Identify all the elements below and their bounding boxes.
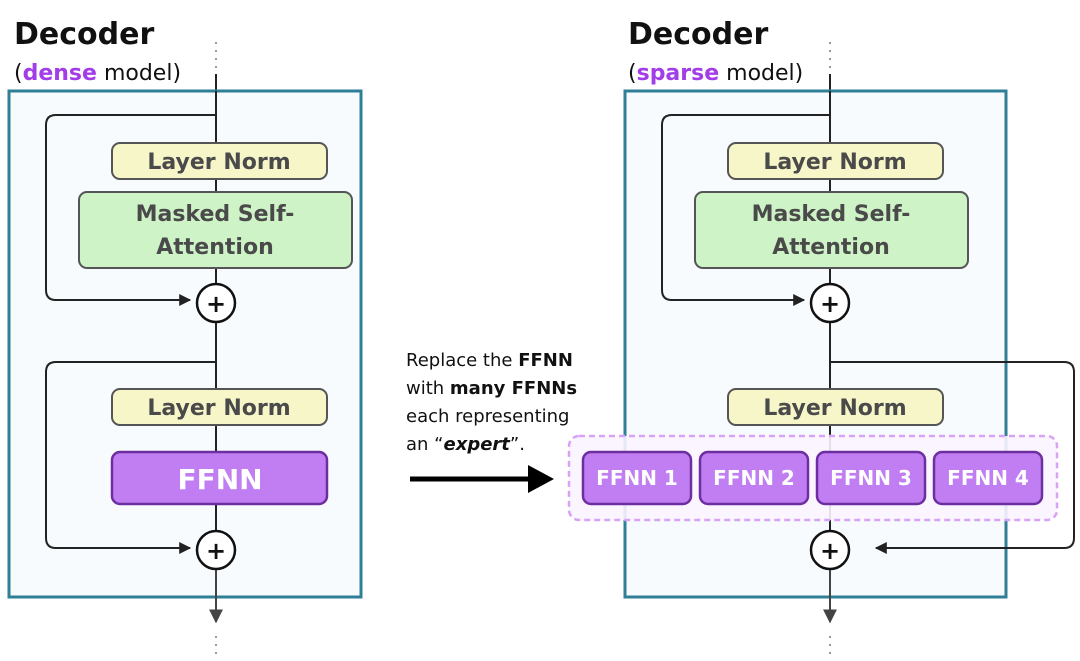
sparse-layer-norm-2 — [727, 388, 944, 426]
dense-attention-label-line1: Masked Self- — [136, 202, 295, 227]
expert-ffnn-2-label: FFNN 2 — [713, 466, 795, 490]
dense-layer-norm-2 — [111, 388, 328, 426]
dense-title: Decoder — [14, 17, 154, 52]
dense-layer-norm-2-label: Layer Norm — [147, 396, 290, 421]
dense-add-node-2 — [195, 529, 237, 571]
sparse-attention-label-line2: Attention — [772, 235, 889, 260]
sparse-subtitle: (sparse model) — [628, 61, 803, 86]
sparse-title: Decoder — [628, 17, 768, 52]
expert-ffnn-4 — [932, 450, 1044, 506]
expert-ffnn-2 — [698, 450, 810, 506]
expert-ffnn-3-label: FFNN 3 — [830, 466, 912, 490]
sparse-residual-arrow-2 — [830, 361, 1075, 554]
dense-residual-arrow-1 — [45, 114, 216, 306]
note-line-2: with many FFNNs — [406, 378, 577, 399]
sparse-add-node-2 — [809, 529, 851, 571]
dense-add-node-1 — [195, 282, 237, 324]
dense-subtitle: (dense model) — [14, 61, 181, 86]
sparse-layer-norm-1 — [727, 142, 944, 180]
sparse-add-node-1 — [809, 282, 851, 324]
sparse-residual-arrow-1 — [661, 114, 830, 306]
dense-attention-label-line2: Attention — [156, 235, 273, 260]
sparse-attention-label-line1: Masked Self- — [752, 202, 911, 227]
expert-ffnn-3 — [815, 450, 927, 506]
dense-accent: dense — [23, 61, 97, 86]
note-line-1: Replace the FFNN — [406, 350, 573, 371]
dense-add-symbol-1: + — [206, 290, 226, 318]
sparse-attention-block — [694, 191, 969, 269]
dense-layer-norm-1-label: Layer Norm — [147, 150, 290, 175]
sparse-add-symbol-2: + — [820, 537, 840, 565]
dense-layer-norm-1 — [111, 142, 328, 180]
dense-ffnn-block — [110, 450, 329, 506]
expert-ffnn-1 — [581, 450, 693, 506]
expert-ffnn-4-label: FFNN 4 — [947, 466, 1029, 490]
dense-add-symbol-2: + — [206, 537, 226, 565]
note-line-4: an “expert”. — [406, 434, 525, 455]
replacement-note: Replace the FFNN with many FFNNs each re… — [406, 350, 577, 493]
dense-decoder: Decoder (dense model) Layer Norm Masked … — [7, 17, 363, 660]
sparse-layer-norm-2-label: Layer Norm — [763, 396, 906, 421]
sparse-add-symbol-1: + — [820, 290, 840, 318]
expert-ffnn-1-label: FFNN 1 — [596, 466, 678, 490]
note-line-3: each representing — [406, 406, 569, 427]
sparse-layer-norm-1-label: Layer Norm — [763, 150, 906, 175]
dense-ffnn-label: FFNN — [177, 463, 262, 496]
sparse-decoder: Decoder (sparse model) Layer Norm Masked… — [567, 17, 1075, 660]
replace-arrow-head — [528, 465, 554, 493]
dense-residual-arrow-2 — [45, 361, 216, 554]
sparse-accent: sparse — [637, 61, 720, 86]
dense-attention-block — [78, 191, 353, 269]
